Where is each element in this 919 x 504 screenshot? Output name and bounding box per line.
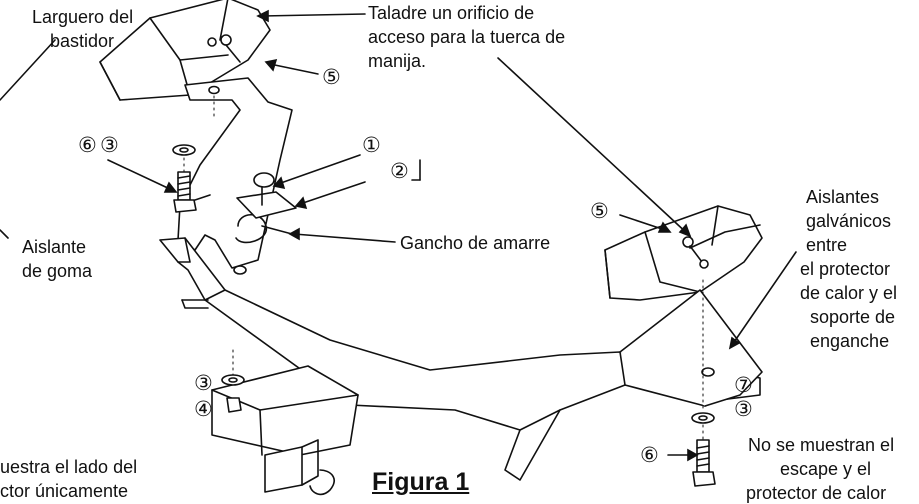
arrowhead-5-right — [657, 221, 672, 233]
arrowhead-6-right — [687, 448, 699, 462]
right-frame-rail-bracket — [604, 205, 763, 301]
part-number-7: ⑦ — [734, 373, 753, 397]
part-number-3-right: ③ — [734, 397, 753, 421]
label-galvanic-line1: Aislantes — [806, 187, 880, 207]
label-drill-line1: Taladre un orificio de — [368, 3, 535, 23]
arrowhead-drill — [678, 223, 692, 238]
right-handle-bolt — [682, 236, 709, 269]
part-number-6-left: ⑥ — [78, 133, 97, 157]
label-drill-line2: acceso para la tuerca de — [368, 27, 566, 47]
label-galvanic-line3: entre — [806, 235, 848, 255]
arrowhead-tie-down — [288, 227, 300, 241]
arrowhead-2 — [294, 196, 308, 210]
label-rubber-isolator-line2: de goma — [22, 261, 93, 281]
leader-galvanic — [731, 251, 797, 346]
right-hitch-bracket — [619, 289, 763, 407]
label-galvanic-line2: galvánicos — [806, 211, 892, 231]
spacer-plate-and-bolt — [236, 172, 297, 219]
leader-drill — [497, 57, 691, 237]
label-not-shown-line3: protector de calor — [746, 483, 887, 503]
label-not-shown-line1: No se muestran el — [748, 435, 895, 455]
left-upper-bolt — [172, 144, 197, 213]
right-lower-bolt — [691, 412, 716, 487]
label-frame-rail-line1: Larguero del — [32, 7, 134, 27]
arrowhead-5-top — [264, 58, 278, 72]
leader-drill-top — [261, 13, 366, 17]
part-number-5-top: ⑤ — [322, 65, 341, 89]
leader-6-left — [107, 159, 173, 191]
arrowhead-6-left — [163, 181, 178, 193]
label-drill-line3: manija. — [368, 51, 427, 71]
left-handle-bolt — [207, 34, 241, 63]
leader-5-right — [619, 214, 666, 231]
part-number-2: ② — [390, 159, 409, 183]
label-tie-down: Gancho de amarre — [400, 233, 551, 253]
part-number-5-right: ⑤ — [590, 199, 609, 223]
label-frame-rail-line2: bastidor — [50, 31, 115, 51]
arrowhead-galvanic — [728, 336, 741, 350]
part-number-3-left: ③ — [100, 133, 119, 157]
label-galvanic-line7: enganche — [810, 331, 890, 351]
leader-frame-rail — [0, 39, 56, 101]
leader-rubber — [0, 229, 9, 239]
leader-tie-down — [293, 233, 396, 243]
label-galvanic-line5: de calor y el — [800, 283, 898, 303]
label-galvanic-line4: el protector — [800, 259, 891, 279]
part-number-4: ④ — [194, 397, 213, 421]
label-rubber-isolator-line1: Aislante — [22, 237, 87, 257]
label-left-side-note-line1: uestra el lado del — [0, 457, 138, 477]
assembly-guide-lines — [183, 95, 704, 441]
tie-down-hook — [235, 213, 293, 244]
part-number-3-lower: ③ — [194, 371, 213, 395]
label-left-side-note-line2: ctor únicamente — [0, 481, 129, 501]
receiver-box — [211, 365, 359, 496]
figure-caption: Figura 1 — [372, 468, 470, 496]
label-galvanic-line6: soporte de — [810, 307, 896, 327]
part-number-1: ① — [362, 133, 381, 157]
arrowhead-1 — [272, 176, 286, 190]
label-not-shown-line2: escape y el — [780, 459, 872, 479]
leader-2 — [299, 181, 366, 205]
leader-5-top — [269, 63, 319, 75]
arrowhead-drill-top — [256, 9, 269, 23]
leader-1 — [277, 154, 361, 185]
part-number-6-right: ⑥ — [640, 443, 659, 467]
left-hitch-bracket — [177, 77, 293, 275]
